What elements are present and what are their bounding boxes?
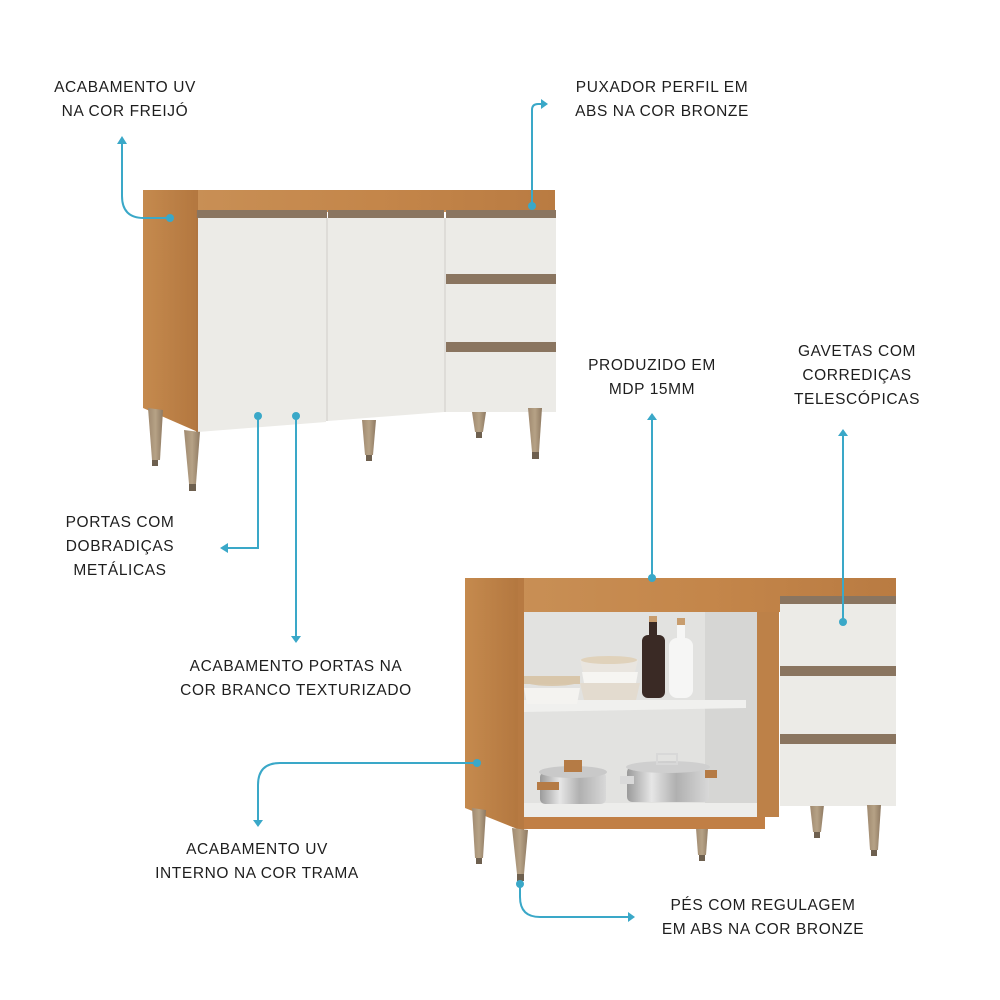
- side-panel: [465, 578, 520, 830]
- callout-line-3: TELESCÓPICAS: [793, 391, 921, 408]
- callout-line-interno: [257, 762, 477, 820]
- arrow-down-icon: [253, 820, 263, 827]
- drawer-1: [780, 604, 896, 666]
- callout-line-2: ABS NA COR BRONZE: [575, 103, 749, 120]
- callout-acabamento-uv-interno: ACABAMENTO UV INTERNO NA COR TRAMA: [142, 838, 372, 886]
- callout-line-2: EM ABS NA COR BRONZE: [661, 921, 865, 938]
- callout-gavetas-corredicas: GAVETAS COM CORREDIÇAS TELESCÓPICAS: [772, 340, 942, 412]
- callout-acabamento-portas: ACABAMENTO PORTAS NA COR BRANCO TEXTURIZ…: [166, 655, 426, 703]
- callout-line-1: ACABAMENTO UV: [54, 79, 196, 96]
- callout-line-freijo: [121, 142, 170, 219]
- leg: [362, 412, 486, 461]
- drawer-1: [446, 218, 556, 274]
- callout-line-1: ACABAMENTO UV: [186, 841, 328, 858]
- side-panel: [143, 190, 198, 432]
- drawer-3: [780, 744, 896, 806]
- door-left: [198, 218, 326, 432]
- closed-cabinet: [143, 190, 556, 491]
- callout-line-pes: [519, 884, 628, 918]
- callout-line-1: PUXADOR PERFIL EM: [575, 79, 749, 96]
- callout-line-2: INTERNO NA COR TRAMA: [155, 865, 359, 882]
- top-edge: [198, 190, 555, 210]
- handle-profile: [197, 210, 327, 218]
- callout-acabamento-uv-freijo: ACABAMENTO UV NA COR FREIJÓ: [40, 76, 210, 124]
- callout-line-2: NA COR FREIJÓ: [61, 103, 189, 120]
- callout-line-1: PÉS COM REGULAGEM: [670, 897, 856, 914]
- arrow-up-icon: [838, 429, 848, 436]
- callout-pes-regulagem: PÉS COM REGULAGEM EM ABS NA COR BRONZE: [648, 894, 878, 942]
- callout-line-puxador: [531, 103, 542, 206]
- callout-line-2: CORREDIÇAS: [802, 367, 912, 384]
- drawer-2: [446, 284, 556, 342]
- door-right: [328, 218, 444, 421]
- pot-left: [537, 760, 607, 804]
- open-cabinet: [465, 578, 896, 881]
- callout-portas-dobradicas: PORTAS COM DOBRADIÇAS METÁLICAS: [50, 511, 190, 583]
- callout-line-portas: [226, 416, 259, 549]
- arrow-down-icon: [291, 636, 301, 643]
- callout-line-1: PORTAS COM: [65, 514, 175, 531]
- shelf: [523, 700, 746, 712]
- callout-line-2: DOBRADIÇAS: [65, 538, 175, 555]
- callout-line-3: METÁLICAS: [73, 562, 167, 579]
- bottle-white: [669, 638, 693, 698]
- callout-line-2: COR BRANCO TEXTURIZADO: [180, 682, 412, 699]
- arrow-up-icon: [647, 413, 657, 420]
- drawer-3: [446, 352, 556, 412]
- callout-line-2: MDP 15MM: [608, 381, 696, 398]
- callout-line-1: GAVETAS COM: [798, 343, 916, 360]
- arrow-right-icon: [628, 912, 635, 922]
- pot-right: [620, 753, 717, 802]
- drawer-2: [780, 676, 896, 734]
- bottle-dark: [642, 635, 665, 698]
- callout-produzido-mdp: PRODUZIDO EM MDP 15MM: [572, 354, 732, 402]
- callout-puxador-perfil: PUXADOR PERFIL EM ABS NA COR BRONZE: [562, 76, 762, 124]
- callout-line-1: PRODUZIDO EM: [588, 357, 716, 374]
- arrow-left-icon: [220, 543, 228, 553]
- arrow-right-icon: [541, 99, 548, 109]
- callout-line-1: ACABAMENTO PORTAS NA: [189, 658, 403, 675]
- arrow-up-icon: [117, 136, 127, 144]
